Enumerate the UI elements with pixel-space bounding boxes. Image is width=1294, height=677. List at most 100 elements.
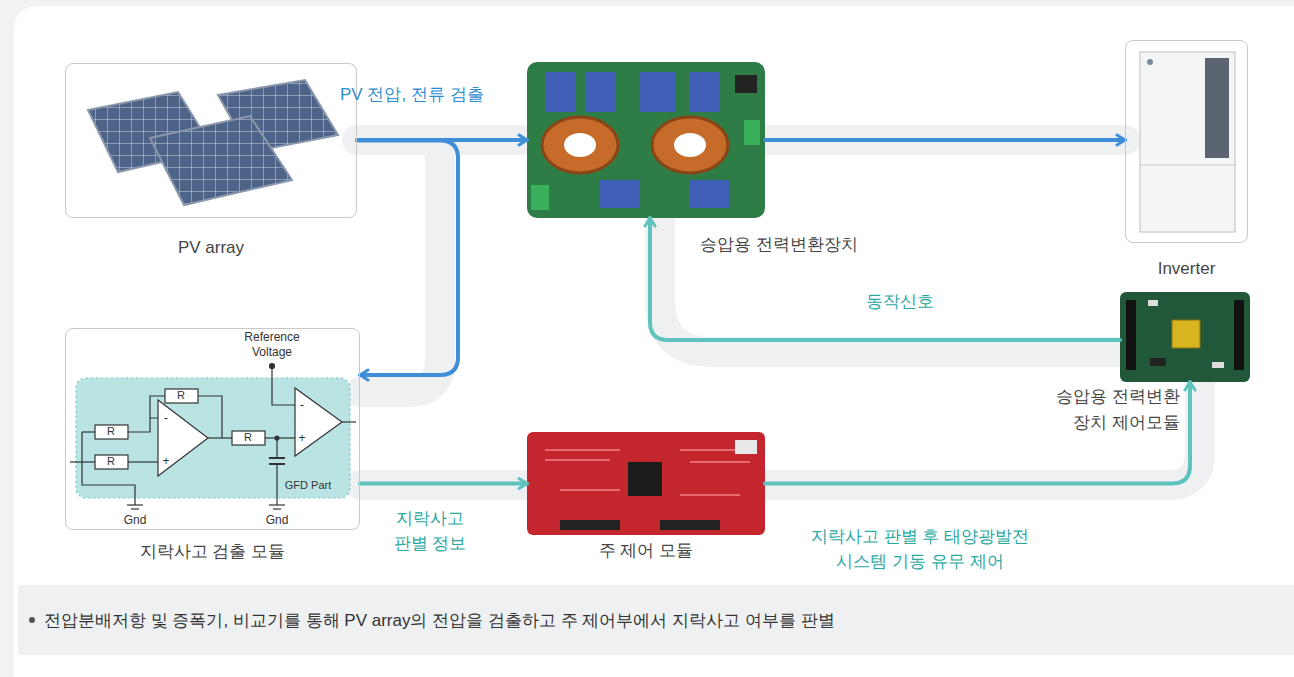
control-board-picture-part [1212,362,1224,368]
flow-band [357,140,1200,485]
module-label: 지락사고 검출 모듈 [140,539,285,565]
main-board-picture [527,432,765,535]
resistor-label: R [177,389,185,403]
detection-circuit-part [208,437,232,438]
main-board-picture-part [560,520,620,530]
converter-board-picture [527,62,765,218]
converter-board-picture-part [690,72,720,112]
module-label: 승압용 전력변환 장치 제어모듈 [1040,384,1180,437]
module-box: 승압용 전력변환장치 [527,62,765,218]
ground-label: Gnd [124,513,147,528]
control-board-picture-part [1126,300,1136,370]
main-board-picture-part [660,520,720,530]
inverter-picture-part [1140,52,1235,232]
ground-label: Gnd [266,513,289,528]
converter-board-picture-part [585,72,615,112]
detection-circuit-part [95,425,128,439]
converter-board-picture-part [652,117,728,173]
main-board-picture-part [527,432,765,535]
part-label: GFD Part [285,479,331,493]
module-label: PV array [178,235,244,261]
control-board-picture-part [1120,292,1250,382]
detection-circuit-part [295,388,342,456]
detection-circuit-part [131,508,139,509]
main-board-picture-part [545,450,750,495]
converter-board-picture-part [531,185,549,210]
detection-circuit-part [165,389,198,403]
detection-circuit-part [82,432,135,505]
main-board-picture-part [735,440,757,454]
converter-board-picture-part [545,72,575,112]
signal-connector [765,382,1190,484]
module-box: PV array [65,63,357,218]
input-sign: - [164,410,168,426]
control-board-picture-part [1172,320,1200,348]
detection-circuit-part [158,400,208,476]
converter-board-picture-part [527,62,765,218]
detection-circuit-part [198,396,222,438]
caption-bar-part [18,585,1294,655]
converter-board-picture-part [674,133,706,157]
converter-board-picture-part [564,133,596,157]
voltage-reference-label: Reference Voltage [239,330,305,360]
detection-circuit-part [127,504,143,505]
signal-label: 지락사고 판별 후 태양광발전 시스템 기동 유무 제어 [800,525,1040,574]
resistor-label: R [107,455,115,469]
converter-board-picture-part [640,72,675,112]
converter-board-picture-part [735,75,757,93]
converter-board-picture-part [600,180,640,208]
resistor-label: R [244,431,252,445]
detection-circuit-part [269,457,285,459]
signal-connector [650,218,1120,340]
inverter-picture-part [1147,59,1153,65]
detection-circuit-part [272,366,295,405]
input-sign: + [162,454,169,469]
converter-board-picture-part [744,120,760,145]
caption-text: 전압분배저항 및 증폭기, 비교기를 통해 PV array의 전압을 검출하고… [44,609,835,632]
resistor-label: R [107,425,115,439]
flow-band-part [360,140,440,392]
detection-circuit-part [232,431,265,445]
module-box: Inverter [1125,40,1248,243]
inverter-picture [1140,52,1235,232]
flow-band-part [360,382,1200,485]
detection-circuit-part [128,418,158,432]
control-board-picture-part [1150,358,1166,366]
detection-circuit-part [276,438,277,458]
converter-board-picture-part [542,117,618,173]
caption-bar [18,585,1294,655]
signal-connector [357,141,458,376]
control-board-picture-part [1234,300,1244,370]
detection-circuit-part [82,431,95,432]
module-box: 주 제어 모듈 [527,432,765,535]
inverter-picture-part [1205,58,1229,158]
solar-panel-picture [88,80,338,205]
detection-circuit-part [269,504,285,505]
signal-connector [360,482,527,486]
solar-panel-picture-part [150,116,292,205]
detection-circuit-part [342,421,356,422]
detection-circuit-part [95,455,128,469]
module-label: 주 제어 모듈 [599,538,693,564]
control-board-picture [1120,292,1250,382]
control-board-picture-part [1148,300,1158,306]
signal-connector [765,138,1125,142]
detection-circuit-part [265,437,295,438]
detection-circuit-part [273,508,281,509]
signal-label: PV 전압, 전류 검출 [340,83,484,108]
detection-circuit-part [76,378,350,498]
input-sign: + [298,431,305,446]
module-label: Inverter [1158,256,1216,282]
module-label: 승압용 전력변환장치 [700,232,858,258]
detection-circuit-part [276,464,277,505]
input-sign: - [300,397,304,413]
caption-bar-part [29,617,35,623]
flow-band-part [660,218,1120,352]
page-panel-part [14,6,1294,677]
signal-label: 지락사고 판별 정보 [385,507,475,556]
